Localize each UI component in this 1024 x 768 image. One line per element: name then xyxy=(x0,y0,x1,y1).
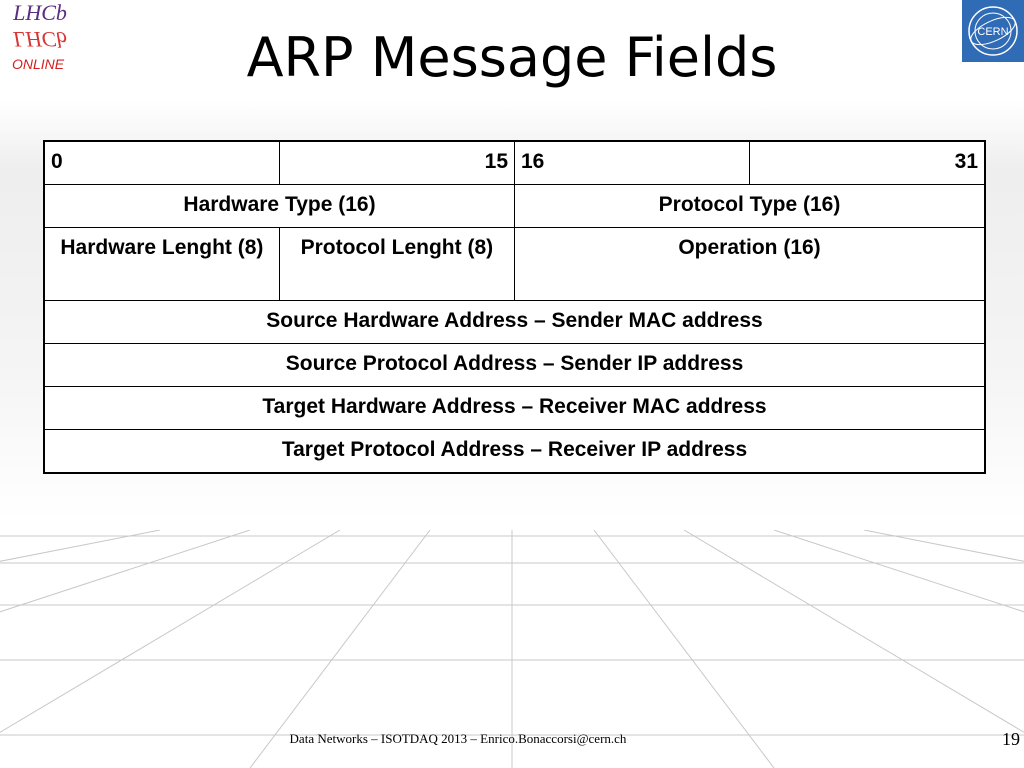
target-protocol-row: Target Protocol Address – Receiver IP ad… xyxy=(43,429,986,474)
svg-text:ONLINE: ONLINE xyxy=(12,56,65,72)
target-hardware-address-cell: Target Hardware Address – Receiver MAC a… xyxy=(43,386,986,430)
operation-cell: Operation (16) xyxy=(514,227,986,301)
bit-31-cell: 31 xyxy=(749,140,986,185)
lhcb-online-logo: LHCb LHCb ONLINE xyxy=(0,0,80,72)
protocol-length-cell: Protocol Lenght (8) xyxy=(278,227,516,301)
hardware-type-cell: Hardware Type (16) xyxy=(43,184,515,228)
protocol-type-cell: Protocol Type (16) xyxy=(514,184,986,228)
source-protocol-address-cell: Source Protocol Address – Sender IP addr… xyxy=(43,343,986,387)
cern-logo: CERN xyxy=(962,0,1024,62)
target-hardware-row: Target Hardware Address – Receiver MAC a… xyxy=(43,386,986,430)
svg-text:CERN: CERN xyxy=(977,26,1008,38)
slide-footer: Data Networks – ISOTDAQ 2013 – Enrico.Bo… xyxy=(289,731,627,746)
bit-position-row: 0 15 16 31 xyxy=(43,140,986,185)
bit-16-cell: 16 xyxy=(513,140,751,185)
perspective-floor-graphic xyxy=(0,530,1024,768)
svg-text:LHCb: LHCb xyxy=(12,27,67,52)
page-number: 19 xyxy=(1002,729,1020,749)
svg-text:LHCb: LHCb xyxy=(12,0,67,25)
source-hardware-row: Source Hardware Address – Sender MAC add… xyxy=(43,300,986,344)
target-protocol-address-cell: Target Protocol Address – Receiver IP ad… xyxy=(43,429,986,474)
source-protocol-row: Source Protocol Address – Sender IP addr… xyxy=(43,343,986,387)
slide-title: ARP Message Fields xyxy=(246,26,778,89)
length-operation-row: Hardware Lenght (8) Protocol Lenght (8) … xyxy=(43,227,986,301)
bit-0-cell: 0 xyxy=(43,140,280,185)
type-row: Hardware Type (16) Protocol Type (16) xyxy=(43,184,986,228)
arp-fields-table: 0 15 16 31 Hardware Type (16) Protocol T… xyxy=(43,140,986,474)
source-hardware-address-cell: Source Hardware Address – Sender MAC add… xyxy=(43,300,986,344)
bit-15-cell: 15 xyxy=(278,140,516,185)
hardware-length-cell: Hardware Lenght (8) xyxy=(43,227,280,301)
